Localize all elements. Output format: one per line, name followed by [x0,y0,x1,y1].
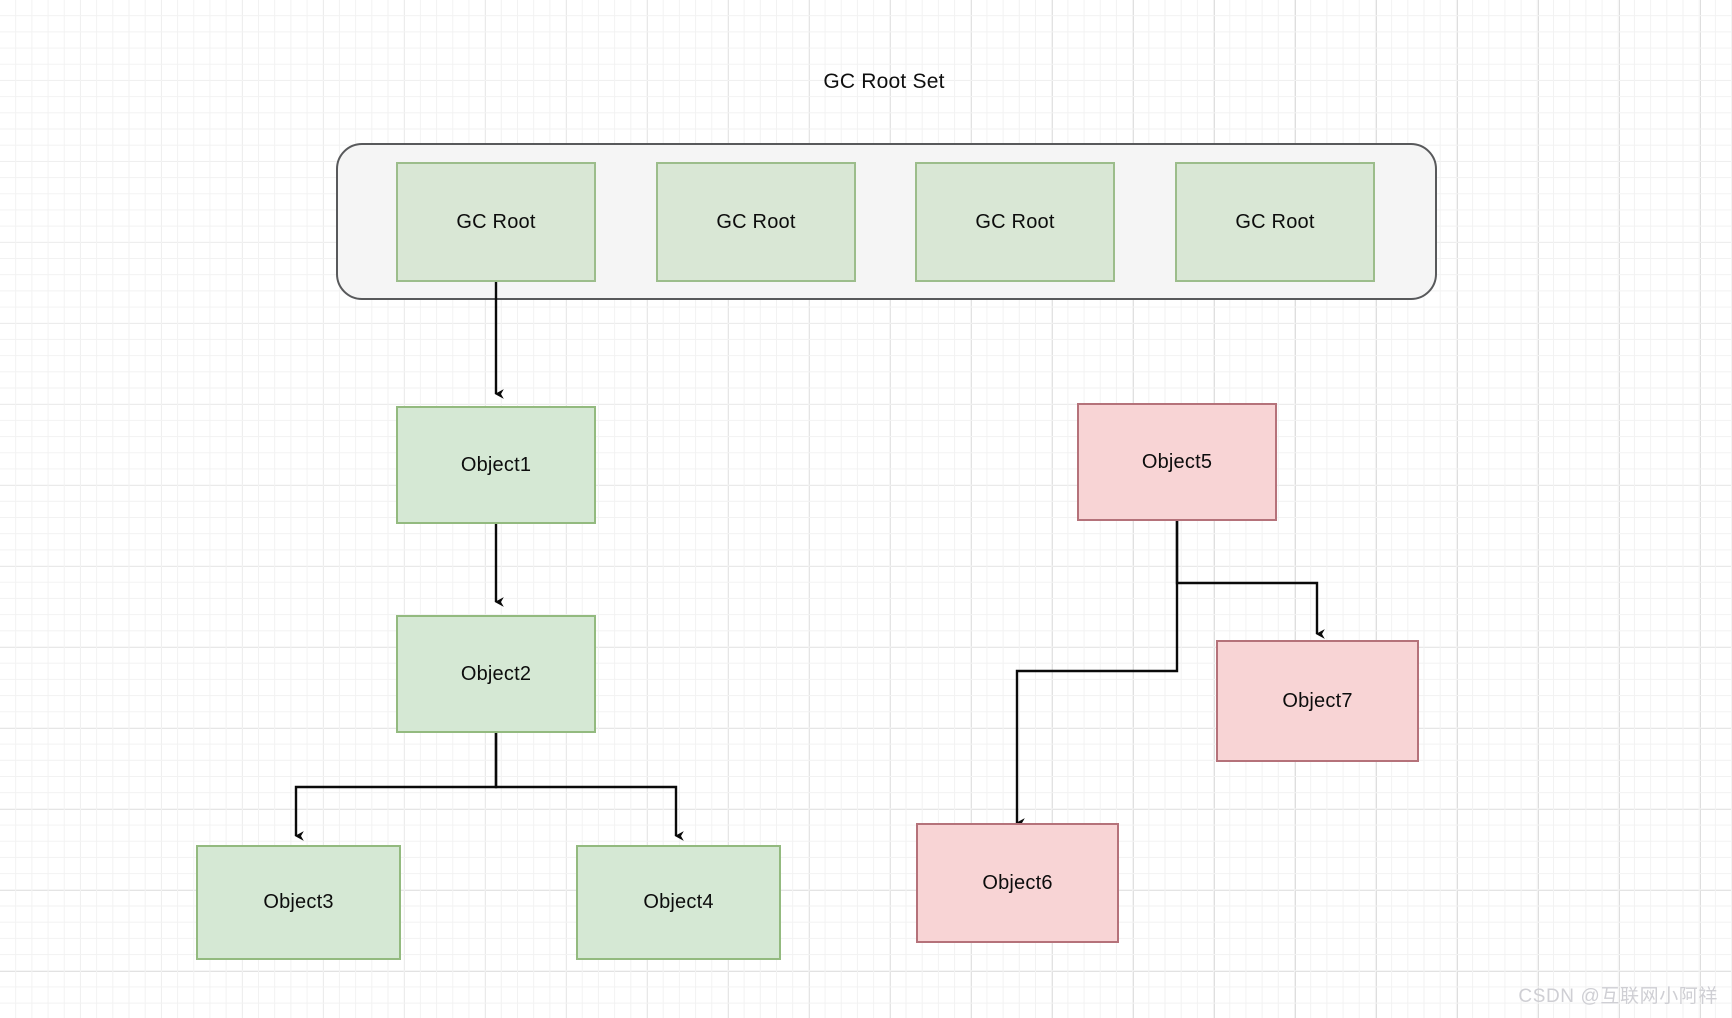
gc-root-box-3-label: GC Root [975,210,1055,233]
gc-root-box-3[interactable]: GC Root [915,162,1115,282]
page-title: GC Root Set [0,70,1732,94]
edge-object2-to-object4 [494,728,684,841]
edge-object2-to-object3 [294,728,498,841]
node-object7-label: Object7 [1282,689,1353,712]
node-object3[interactable]: Object3 [196,845,401,960]
node-object3-label: Object3 [263,891,334,913]
node-object5-label: Object5 [1141,450,1213,473]
node-object2[interactable]: Object2 [396,615,596,733]
node-object6-label: Object6 [982,871,1053,894]
node-object5[interactable]: Object5 [1077,403,1277,521]
gc-root-box-4-label: GC Root [1235,210,1315,233]
node-object4[interactable]: Object4 [576,845,781,960]
node-object2-label: Object2 [460,662,532,685]
edge-object5-to-object6 [1015,521,1179,828]
gc-root-box-1[interactable]: GC Root [396,162,596,282]
node-object6[interactable]: Object6 [916,823,1119,943]
watermark: CSDN @互联网小阿祥 [1518,986,1718,1007]
page-title-text: GC Root Set [823,70,945,93]
gc-root-box-2[interactable]: GC Root [656,162,856,282]
gc-root-box-4[interactable]: GC Root [1175,162,1375,282]
gc-root-box-2-label: GC Root [716,210,796,233]
node-object1[interactable]: Object1 [396,406,596,524]
node-object7[interactable]: Object7 [1216,640,1419,762]
gc-root-box-1-label: GC Root [456,210,536,233]
edge-object5-to-object7 [1175,521,1325,639]
node-object4-label: Object4 [643,891,714,913]
node-object1-label: Object1 [460,453,532,476]
